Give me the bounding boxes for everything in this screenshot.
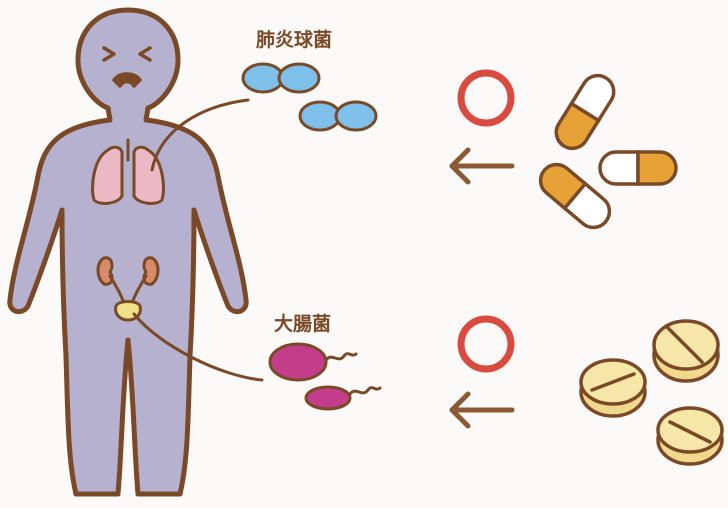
capsule-icon [598,150,678,186]
label-e-coli: 大腸菌 [274,312,331,335]
coccus [298,100,342,132]
coccus [277,62,321,94]
capsule-icon [538,162,612,230]
effective-circle-top [457,69,515,127]
bacillus [268,342,328,382]
bacillus [304,385,352,411]
connector-bladder [132,312,264,382]
tablet-icon [652,319,720,383]
coccus [241,62,285,94]
body-silhouette [7,7,249,497]
label-pneumococcus: 肺炎球菌 [256,28,332,51]
capsule-icon [554,73,616,151]
e-coli-bacteria [268,342,382,411]
coccus [334,100,378,132]
tablet-icon [579,358,647,418]
flagellum [324,352,358,362]
human-figure [7,7,249,497]
tablet-icon [656,406,724,466]
kidneys-icon [96,256,160,306]
lungs-icon [91,138,165,205]
left-arrow-icon [449,391,515,429]
sick-face-icon [102,46,152,88]
flagellum [348,386,382,396]
pneumococcus-bacteria [241,62,378,132]
left-arrow-icon [449,147,515,185]
connector-lungs [150,98,250,172]
effective-circle-bottom [457,315,515,373]
